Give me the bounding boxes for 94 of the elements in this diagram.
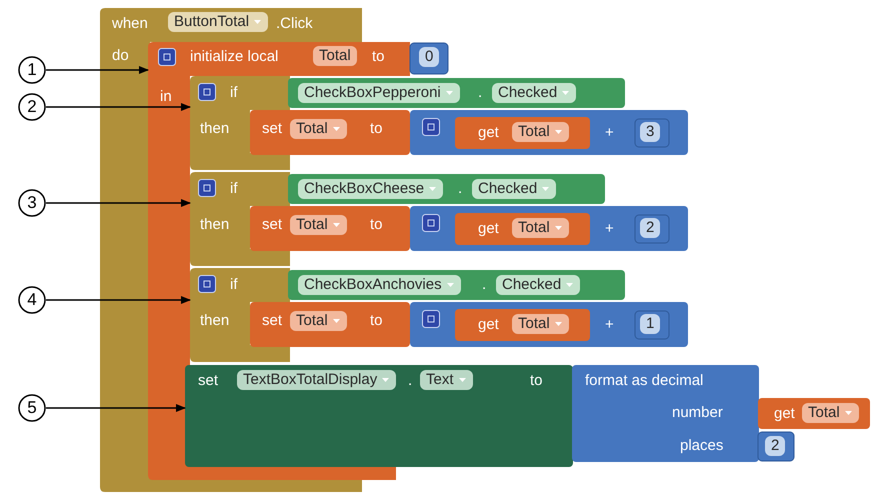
block-label: when <box>112 15 148 33</box>
dropdown-field: Checked <box>472 179 556 199</box>
dropdown-field: Total <box>512 218 569 238</box>
block-label: to <box>370 120 383 138</box>
number-block <box>635 215 669 243</box>
set-variable-block <box>250 110 410 155</box>
block-label: . <box>478 84 482 102</box>
block-label: get <box>478 220 499 238</box>
leader-arrow <box>46 103 191 111</box>
callout-circle <box>18 286 46 314</box>
dropdown-field: Total <box>290 215 347 235</box>
set-variable-block <box>250 206 410 251</box>
block-label: number <box>672 404 723 422</box>
block-label: set <box>262 216 282 234</box>
block-label: initialize local <box>190 48 278 66</box>
block-label: .Click <box>276 15 313 33</box>
block-label: to <box>372 48 385 66</box>
dropdown-field: Total <box>512 122 569 142</box>
block-label: then <box>200 312 230 330</box>
dropdown-field: Total <box>290 119 347 139</box>
number-block <box>635 311 669 339</box>
callout-circle <box>18 56 46 84</box>
number-field: 2 <box>765 436 786 456</box>
block-label: + <box>605 124 614 142</box>
dropdown-field: Text <box>420 370 473 390</box>
block-label: to <box>530 372 543 390</box>
leader-arrow <box>46 199 191 207</box>
callout-number: 4 <box>26 289 38 311</box>
dropdown-field: Checked <box>496 275 580 295</box>
number-field: 0 <box>419 47 440 67</box>
block-label: to <box>370 312 383 330</box>
block-label: do <box>112 47 129 65</box>
leader-arrow <box>46 66 149 74</box>
dropdown-field: ButtonTotal <box>168 12 268 32</box>
block-label: + <box>605 316 614 334</box>
property-getter-block <box>288 174 605 204</box>
dropdown-field: Total <box>290 311 347 331</box>
callout-circle <box>18 93 46 121</box>
block-label: get <box>478 316 499 334</box>
block-label: in <box>160 88 172 106</box>
block-label: then <box>200 120 230 138</box>
block-label: if <box>230 180 238 198</box>
if-block <box>190 268 290 362</box>
block-label: format as decimal <box>585 372 704 390</box>
number-field: 3 <box>640 122 660 142</box>
callout-number: 5 <box>26 397 38 419</box>
dropdown-field: Total <box>512 314 569 334</box>
block-label: . <box>408 372 412 390</box>
callout-number: 2 <box>26 96 38 118</box>
dropdown-field: TextBoxTotalDisplay <box>237 370 396 390</box>
callout-circle <box>18 394 46 422</box>
dropdown-field: CheckBoxPepperoni <box>298 83 460 103</box>
property-getter-block <box>288 270 625 300</box>
callout-number: 3 <box>26 192 38 214</box>
block-label: set <box>262 312 282 330</box>
number-field: 2 <box>640 218 660 238</box>
block-label: set <box>262 120 282 138</box>
dropdown-field: CheckBoxCheese <box>298 179 444 199</box>
block-label: get <box>774 405 795 423</box>
block-label: + <box>605 220 614 238</box>
block-label: if <box>230 84 238 102</box>
block-label: set <box>198 372 218 390</box>
block-label: places <box>680 437 724 455</box>
get-variable-block <box>455 117 590 149</box>
set-variable-block <box>250 302 410 347</box>
number-field: 1 <box>640 314 660 334</box>
format-decimal-block <box>572 365 759 462</box>
leader-arrow <box>46 296 191 304</box>
dropdown-field: Total <box>802 403 859 423</box>
block-label: . <box>458 180 462 198</box>
addition-block <box>410 206 688 251</box>
block-label: get <box>478 124 499 142</box>
block-label: if <box>230 276 238 294</box>
dropdown-field: Checked <box>492 83 576 103</box>
property-getter-block <box>288 78 625 108</box>
number-block <box>635 119 669 147</box>
get-variable-block <box>455 309 590 341</box>
get-variable-block <box>758 398 870 429</box>
callout-number: 1 <box>26 59 38 81</box>
block-label: to <box>370 216 383 234</box>
property-setter-block <box>185 365 573 467</box>
addition-block <box>410 110 688 155</box>
block-label: . <box>482 276 486 294</box>
number-block <box>410 43 448 74</box>
block-label: then <box>200 216 230 234</box>
leader-arrow <box>46 404 186 412</box>
if-block <box>190 172 290 266</box>
number-block <box>758 432 794 461</box>
dropdown-field: CheckBoxAnchovies <box>298 275 461 295</box>
get-variable-block <box>455 213 590 245</box>
if-block <box>190 76 290 170</box>
variable-name-field: Total <box>313 46 357 66</box>
addition-block <box>410 302 688 347</box>
callout-circle <box>18 189 46 217</box>
